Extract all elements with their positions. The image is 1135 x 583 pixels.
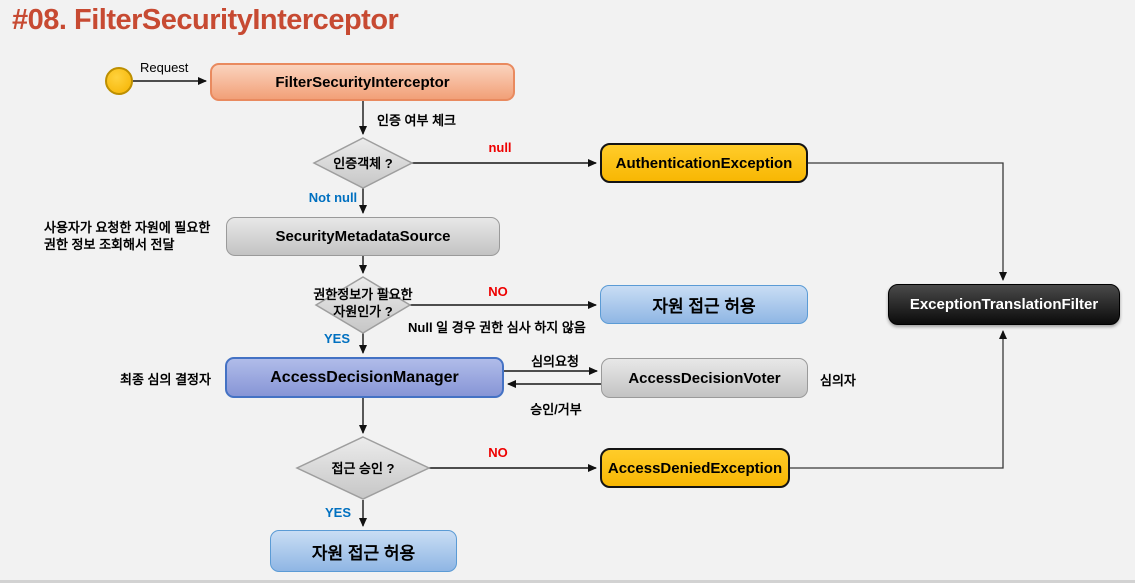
diamond-needs-permission-label: 권한정보가 필요한 자원인가 ? [303, 286, 423, 320]
flow-arrows [133, 77, 601, 527]
yes-approved-label: YES [324, 505, 351, 520]
manager-note: 최종 심의 결정자 [120, 372, 211, 387]
diamond-auth-object-label: 인증객체 ? [333, 156, 393, 171]
bottom-edge-strip [0, 580, 1135, 583]
review-request-label: 심의요청 [531, 354, 579, 369]
decision-diamonds [295, 137, 431, 500]
voter-note: 심의자 [820, 373, 856, 388]
auth-check-label: 인증 여부 체크 [377, 113, 456, 128]
connector-authex-to-etf [808, 162, 1007, 281]
request-label: Request [140, 60, 189, 75]
node-access-decision-voter: AccessDecisionVoter [601, 358, 808, 398]
approve-reject-label: 승인/거부 [530, 402, 582, 417]
null-branch-label: null [488, 140, 512, 155]
needs-permission-line1: 권한정보가 필요한 [313, 287, 413, 302]
node-authentication-exception: AuthenticationException [600, 143, 808, 183]
node-security-metadata-source: SecurityMetadataSource [226, 217, 500, 256]
diamond-auth-object [312, 137, 414, 189]
no-permission-label: NO [488, 284, 508, 299]
sms-note-line2: 권한 정보 조회해서 전달 [44, 237, 175, 252]
sms-note-line1: 사용자가 요청한 자원에 필요한 [44, 220, 211, 235]
node-access-decision-manager: AccessDecisionManager [225, 357, 504, 398]
diamond-needs-permission [314, 276, 412, 334]
page-title: #08. FilterSecurityInterceptor [12, 4, 399, 36]
diamond-access-approved [295, 436, 431, 500]
connector-denied-to-etf [790, 330, 1007, 469]
no-approved-label: NO [488, 445, 508, 460]
needs-permission-line2: 자원인가 ? [333, 304, 393, 319]
node-resource-access-allowed-top: 자원 접근 허용 [600, 285, 808, 324]
node-exception-translation-filter: ExceptionTranslationFilter [888, 284, 1120, 325]
sms-note: 사용자가 요청한 자원에 필요한 권한 정보 조회해서 전달 [44, 219, 210, 253]
exception-connectors [790, 162, 1007, 469]
not-null-branch-label: Not null [308, 190, 358, 205]
diamond-access-approved-label: 접근 승인 ? [331, 461, 395, 476]
start-node [105, 67, 133, 95]
null-skip-note: Null 일 경우 권한 심사 하지 않음 [408, 320, 586, 335]
yes-permission-label: YES [323, 331, 350, 346]
node-access-denied-exception: AccessDeniedException [600, 448, 790, 488]
node-resource-access-allowed-bottom: 자원 접근 허용 [270, 530, 457, 572]
node-filter-security-interceptor: FilterSecurityInterceptor [210, 63, 515, 101]
